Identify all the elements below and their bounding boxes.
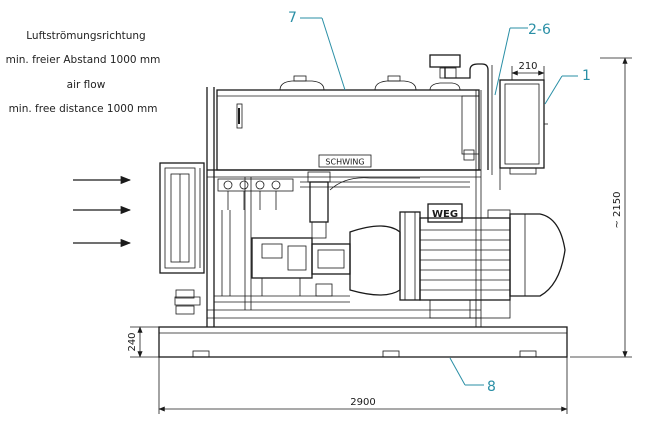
dimension-length: 2900 (158, 357, 568, 414)
dimension-box-width-label: 210 (518, 61, 537, 72)
callout-2-6-label: 2-6 (528, 22, 551, 38)
filter-column (300, 171, 470, 239)
top-piping (429, 54, 493, 175)
lower-piping (174, 210, 350, 315)
callout-8: 8 (449, 357, 496, 395)
callout-7: 7 (288, 10, 346, 91)
dimension-length-label: 2900 (350, 397, 375, 408)
gauge-panel (217, 178, 294, 210)
oil-tank: SCHWING (216, 75, 480, 171)
note-line-3: air flow (66, 79, 106, 91)
callout-2-6: 2-6 (494, 22, 551, 96)
note-line-4: min. free distance 1000 mm (8, 103, 158, 115)
callout-8-label: 8 (487, 379, 496, 395)
airflow-arrows (73, 175, 132, 248)
callout-1: 1 (544, 68, 591, 105)
tank-brand-label: SCHWING (325, 158, 364, 167)
note-line-2: min. freier Abstand 1000 mm (5, 54, 161, 66)
base-frame (158, 326, 568, 358)
note-line-1: Luftströmungsrichtung (26, 30, 146, 42)
dimension-base-height-label: 240 (127, 332, 138, 351)
pump-assembly (251, 211, 421, 301)
dimension-base-height: 240 (127, 326, 159, 358)
dimension-box-width: 210 (511, 61, 545, 80)
frame-structure (206, 87, 482, 327)
dimension-height-label: ~ 2150 (612, 191, 623, 228)
air-cooler (159, 162, 205, 274)
motor-brand-label: WEG (432, 209, 458, 220)
callout-7-label: 7 (288, 10, 297, 26)
electrical-box (499, 79, 548, 190)
callout-1-label: 1 (582, 68, 591, 84)
electric-motor: WEG (419, 203, 566, 319)
dimension-height: ~ 2150 (570, 57, 632, 358)
